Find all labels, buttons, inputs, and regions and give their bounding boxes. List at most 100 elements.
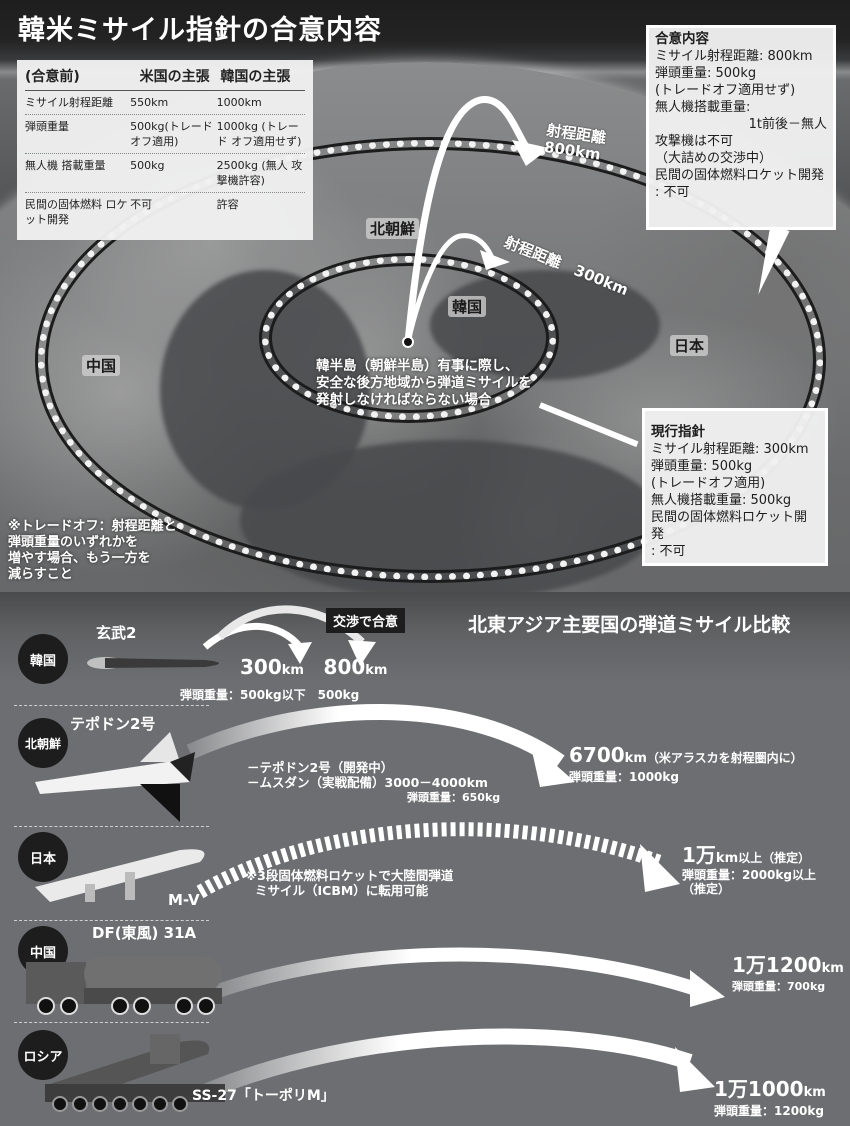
range-result-china: 1万1200km 弾頭重量：700kg <box>732 953 844 996</box>
launch-point-marker <box>402 336 414 348</box>
negotiation-tag: 交渉で合意 <box>326 608 406 633</box>
note-line: 発射しなければならない場合 <box>316 392 492 408</box>
header-korea: 韓国の主張 <box>220 69 291 85</box>
comparison-title: 北東アジア主要国の弾道ミサイル比較 <box>468 614 791 636</box>
range-unit: km <box>803 1085 826 1100</box>
range-result-korea: 300km 800km <box>240 655 388 680</box>
page-title: 韓米ミサイル指針の合意内容 <box>18 15 382 46</box>
range-result-russia: 1万1000km 弾頭重量：1200kg <box>714 1077 826 1120</box>
callout-line: 民間の固体燃料ロケット開発 <box>651 510 808 542</box>
warhead-note: （推定） <box>682 882 731 896</box>
callout-title: 現行指針 <box>651 424 705 440</box>
row-korea-value: 2500kg (無人 攻撃機許容) <box>216 159 303 187</box>
label-south-korea: 韓国 <box>448 296 487 317</box>
range-ring-300km <box>262 256 556 420</box>
callout-line: 民間の固体燃料ロケット開発 <box>655 168 825 183</box>
range-unit: km <box>365 663 388 678</box>
range-ring-800km <box>38 140 823 580</box>
range-result-north-korea: 6700km（米アラスカを射程圏内に） 弾頭重量：1000kg <box>569 743 803 786</box>
range-unit: km <box>715 851 739 866</box>
missile-topol-m-launcher-icon <box>45 1034 225 1112</box>
table-header: (合意前) 米国の主張 韓国の主張 <box>25 66 305 91</box>
row-us-value: 500kg <box>130 159 165 172</box>
taepodong-notes: －テポドン2号（開発中） －ムスダン（実戦配備）3000－4000km 弾頭重量… <box>247 760 500 805</box>
note-line: 弾頭重量：650kg <box>407 791 501 804</box>
country-badge-north-korea: 北朝鮮 <box>18 718 68 768</box>
missile-taepodong2-icon <box>35 732 195 822</box>
missile-name-hyunmoo2: 玄武2 <box>96 624 137 642</box>
callout-line: (トレードオフ適用せず) <box>655 83 796 98</box>
row-separator <box>14 826 209 827</box>
note-line: ※3段固体燃料ロケットで大陸間弾道 <box>245 868 454 883</box>
range-unit: km <box>281 663 304 678</box>
row-us-value: 550km <box>130 96 169 109</box>
row-item: 弾頭重量 <box>25 120 69 133</box>
note-line: －テポドン2号（開発中） <box>247 760 394 775</box>
missile-df31a-launcher-icon <box>26 956 222 1015</box>
header-before: (合意前) <box>25 69 80 85</box>
range-suffix: （米アラスカを射程圏内に） <box>646 751 803 765</box>
row-korea-value: 1000km <box>216 96 262 109</box>
range-result-japan: 1万km以上（推定） 弾頭重量：2000kg以上 （推定） <box>682 843 816 896</box>
row-us-value: 不可 <box>130 198 153 211</box>
country-badge-russia: ロシア <box>18 1030 68 1080</box>
range-value: 6700 <box>569 743 625 767</box>
callout-line: 弾頭重量: 500kg <box>651 459 753 474</box>
row-separator <box>14 1022 209 1023</box>
missile-comparison-section: 北東アジア主要国の弾道ミサイル比較 交渉で合意 韓国 玄武2 300km 800… <box>0 592 850 1126</box>
country-badge-korea: 韓国 <box>18 634 68 684</box>
callout-line: : 不可 <box>655 185 690 200</box>
callout-line: ミサイル射程距離: 300km <box>651 442 809 457</box>
range-value: 1万1200 <box>732 953 822 977</box>
row-korea-value: 許容 <box>216 198 239 211</box>
note-line: ミサイル（ICBM）に転用可能 <box>255 883 429 898</box>
note-line: 韓半島（朝鮮半島）有事に際し、 <box>316 358 519 374</box>
warhead-text: 弾頭重量：1000kg <box>569 770 679 784</box>
warhead-text: 弾頭重量：700kg <box>732 980 826 993</box>
row-item: 無人機 搭載重量 <box>25 159 106 172</box>
label-north-korea: 北朝鮮 <box>366 218 420 239</box>
callout-line: ミサイル射程距離: 800km <box>655 49 813 64</box>
range-value: 1万 <box>682 843 716 867</box>
comparison-arcs <box>186 605 725 1100</box>
label-japan: 日本 <box>670 335 709 356</box>
warhead-text: 弾頭重量：2000kg以上 <box>682 868 816 882</box>
callout-line: （大詰めの交渉中） <box>655 151 773 166</box>
row-korea-value: 1000kg (トレード オフ適用せず) <box>216 120 302 148</box>
warhead-text: 弾頭重量：500kg以下 500kg <box>180 688 360 702</box>
range-value: 300 <box>240 655 282 679</box>
note-line: 弾頭重量のいずれかを <box>8 535 139 550</box>
range-unit: km <box>821 961 844 976</box>
row-item: ミサイル射程距離 <box>25 96 113 109</box>
range-suffix: 以上（推定） <box>738 851 811 865</box>
callout-line: (トレードオフ適用) <box>651 476 766 491</box>
callout-line: 攻撃機は不可 <box>655 134 734 149</box>
country-badge-japan: 日本 <box>18 832 68 882</box>
callout-line: : 不可 <box>651 544 686 559</box>
current-guideline-callout: 現行指針 ミサイル射程距離: 300km 弾頭重量: 500kg (トレードオフ… <box>642 408 828 566</box>
range-value: 1万1000 <box>714 1077 804 1101</box>
map-section: 韓米ミサイル指針の合意内容 (合意前) 米国の主張 韓国の主張 ミサイル射程距離… <box>0 0 850 592</box>
row-separator <box>14 920 209 921</box>
range-unit: km <box>624 751 647 766</box>
callout-title: 合意内容 <box>655 31 709 47</box>
table-row: 無人機 搭載重量 500kg 2500kg (無人 攻撃機許容) <box>25 154 305 193</box>
range-value: 800 <box>323 655 366 679</box>
mv-notes: ※3段固体燃料ロケットで大陸間弾道 ミサイル（ICBM）に転用可能 <box>245 868 453 898</box>
before-agreement-table: (合意前) 米国の主張 韓国の主張 ミサイル射程距離 550km 1000km … <box>17 60 313 240</box>
note-line: ※トレードオフ：射程距離と <box>8 519 177 534</box>
missile-name-mv: M-V <box>168 891 200 909</box>
tradeoff-footnote: ※トレードオフ：射程距離と 弾頭重量のいずれかを 増やす場合、もう一方を 減らす… <box>8 519 177 583</box>
warhead-korea: 弾頭重量：500kg以下 500kg <box>180 685 359 704</box>
missile-name-df31a: DF(東風) 31A <box>92 924 197 942</box>
callout-line: 弾頭重量: 500kg <box>655 66 757 81</box>
scenario-note: 韓半島（朝鮮半島）有事に際し、 安全な後方地域から弾道ミサイルを 発射しなければ… <box>316 358 532 409</box>
warhead-text: 弾頭重量：1200kg <box>714 1104 824 1118</box>
agreed-content-callout: 合意内容 ミサイル射程距離: 800km 弾頭重量: 500kg (トレードオフ… <box>646 25 836 230</box>
row-us-value: 500kg(トレード オフ適用) <box>130 120 213 148</box>
callout-line: 1t前後－無人 <box>748 117 827 132</box>
note-line: 減らすこと <box>8 567 73 582</box>
header-us: 米国の主張 <box>139 69 210 85</box>
note-line: 安全な後方地域から弾道ミサイルを <box>316 375 532 391</box>
table-row: 弾頭重量 500kg(トレード オフ適用) 1000kg (トレード オフ適用せ… <box>25 115 305 154</box>
